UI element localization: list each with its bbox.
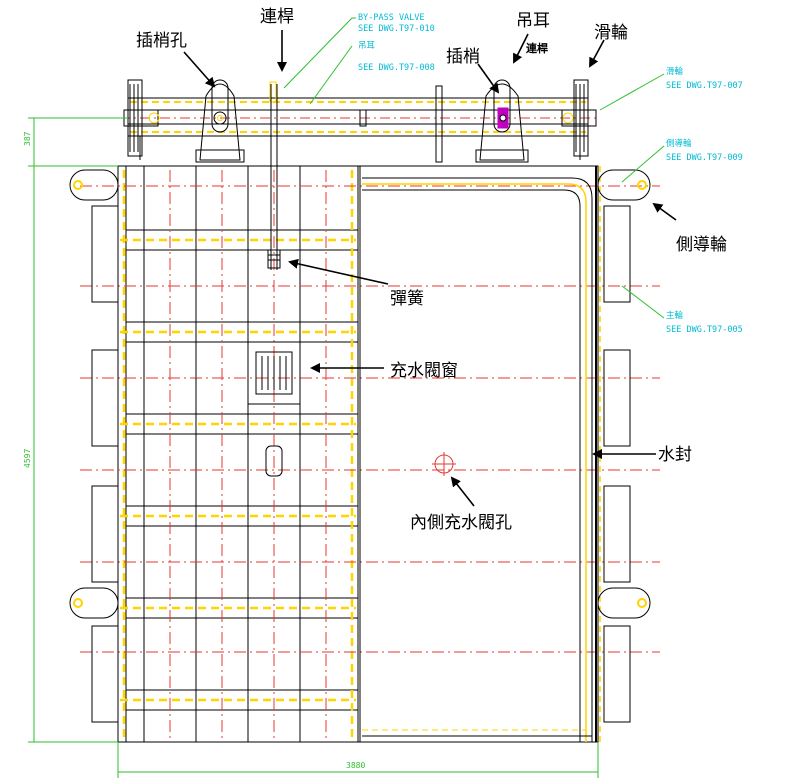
label-lug-sub: 連桿	[526, 41, 548, 55]
dimension-lines	[28, 117, 599, 778]
top-beam	[120, 97, 598, 160]
gate-body	[117, 165, 599, 743]
label-lug: 吊耳	[516, 11, 550, 31]
main-wheels	[91, 205, 631, 723]
ref-bypass-dwg: SEE DWG.T97-010	[358, 24, 435, 34]
ref-guide-small: 側導輪	[666, 138, 692, 149]
ref-guide-dwg: SEE DWG.T97-009	[666, 153, 743, 163]
dim-top-height: 387	[23, 131, 32, 146]
label-pin: 插梢	[446, 47, 480, 67]
label-lifting-rod: 連桿	[260, 7, 294, 27]
right-pulley	[561, 79, 597, 157]
beam-posts	[269, 81, 443, 163]
left-lug	[195, 79, 245, 163]
label-water-seal: 水封	[658, 445, 692, 465]
ref-pulley-small: 滑輪	[666, 66, 684, 77]
label-pin-hole: 插梢孔	[136, 31, 187, 51]
fill-valve-window	[247, 341, 301, 405]
top-beam-yellow	[130, 101, 586, 133]
reference-leaders	[283, 17, 665, 319]
ref-pulley-dwg: SEE DWG.T97-007	[666, 81, 743, 91]
ref-lug-dwg: SEE DWG.T97-008	[358, 63, 435, 73]
side-guide-wheels	[69, 169, 651, 619]
dim-width: 3880	[346, 761, 365, 770]
dim-body-height: 4597	[23, 449, 32, 468]
rod-guide	[265, 445, 283, 477]
label-side-guide-wheel: 側導輪	[676, 235, 727, 255]
skin-plate	[359, 166, 593, 742]
red-centerlines	[80, 170, 660, 740]
annotation-arrows	[183, 30, 677, 507]
inner-fill-valve-hole	[432, 452, 456, 476]
ref-wheel-dwg: SEE DWG.T97-005	[666, 325, 743, 335]
ref-lug-small: 吊耳	[358, 41, 376, 51]
yellow-stiffeners	[120, 170, 356, 740]
label-fill-valve-window: 充水閥窗	[390, 361, 458, 381]
ref-bypass-title: BY-PASS VALVE	[358, 13, 425, 23]
ref-wheel-small: 主輪	[666, 310, 684, 321]
label-inner-fill-valve-hole: 內側充水閥孔	[410, 513, 512, 533]
lifting-rod	[267, 84, 281, 270]
label-spring: 彈簧	[390, 289, 424, 309]
label-pulley: 滑輪	[594, 23, 628, 43]
right-lug	[475, 79, 529, 163]
